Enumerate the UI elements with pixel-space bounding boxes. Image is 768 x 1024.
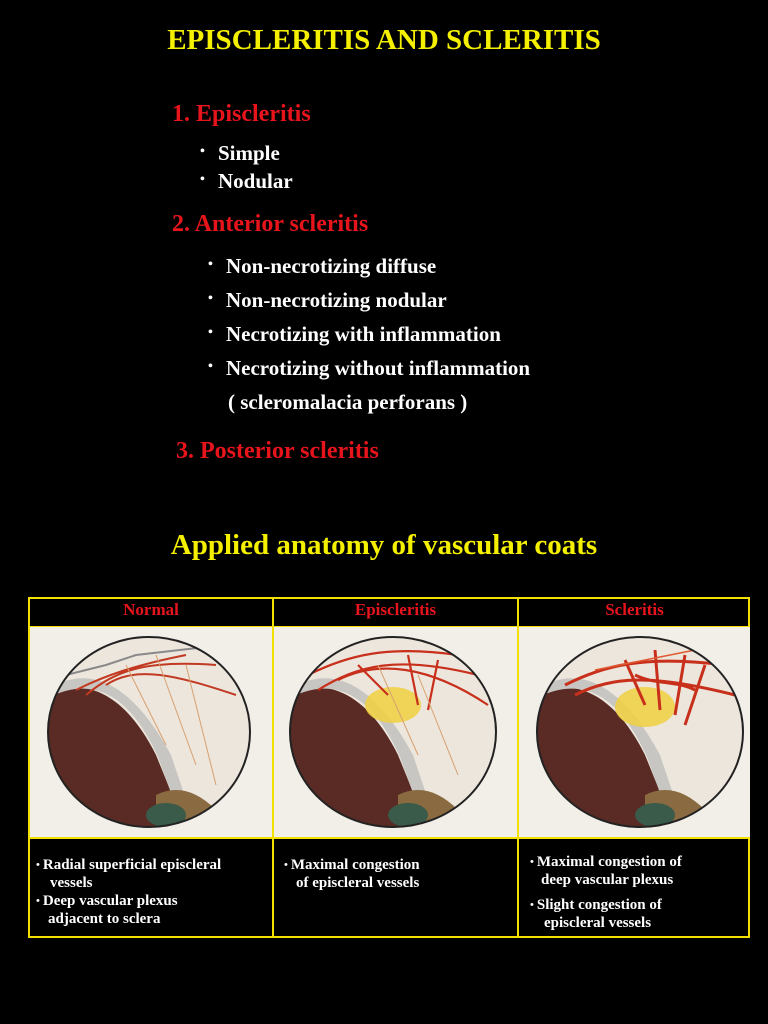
column-header-scleritis: Scleritis xyxy=(605,600,664,619)
column-header-normal: Normal xyxy=(123,600,179,619)
list-item: •Non-necrotizing diffuse xyxy=(208,254,437,278)
caption-scleritis-2: •Slight congestion of xyxy=(530,897,662,913)
list-item: •Simple xyxy=(200,141,280,165)
section-heading-anterior-scleritis: 2. Anterior scleritis xyxy=(172,211,369,237)
eye-cross-section-icon xyxy=(289,636,497,828)
vascular-coats-table: Normal Episcleritis Scleritis xyxy=(28,597,750,938)
caption-divider xyxy=(30,837,748,839)
episcleritis-eye-illustration xyxy=(274,627,517,837)
caption-episcleritis-1: •Maximal congestion xyxy=(284,857,420,873)
column-divider xyxy=(517,599,519,936)
list-item: •Nodular xyxy=(200,169,293,193)
column-divider xyxy=(272,599,274,936)
list-item: •Necrotizing without inflammation xyxy=(208,356,531,380)
caption-normal-2b: adjacent to sclera xyxy=(48,911,161,927)
caption-scleritis-1: •Maximal congestion of xyxy=(530,854,682,870)
eye-cross-section-icon xyxy=(47,636,251,828)
section-heading-posterior-scleritis: 3. Posterior scleritis xyxy=(176,438,379,464)
subtitle: Applied anatomy of vascular coats xyxy=(170,529,598,561)
list-item: •Necrotizing with inflammation xyxy=(208,322,501,346)
page-title: EPISCLERITIS AND SCLERITIS xyxy=(167,24,601,56)
scleritis-eye-illustration xyxy=(519,627,750,837)
normal-eye-illustration xyxy=(30,627,272,837)
list-item-note: ( scleromalacia perforans ) xyxy=(228,390,468,414)
caption-episcleritis-1b: of episcleral vessels xyxy=(296,875,420,891)
caption-scleritis-1b: deep vascular plexus xyxy=(541,872,674,888)
eye-cross-section-icon xyxy=(536,636,744,828)
caption-normal-1b: vessels xyxy=(50,875,93,891)
section-heading-episcleritis: 1. Episcleritis xyxy=(172,101,311,127)
caption-normal-2: •Deep vascular plexus xyxy=(36,893,178,909)
caption-scleritis-2b: episcleral vessels xyxy=(544,915,652,931)
column-header-episcleritis: Episcleritis xyxy=(354,600,437,619)
header-divider xyxy=(30,626,748,627)
caption-normal-1: •Radial superficial episcleral xyxy=(36,857,222,873)
list-item: •Non-necrotizing nodular xyxy=(208,288,447,312)
